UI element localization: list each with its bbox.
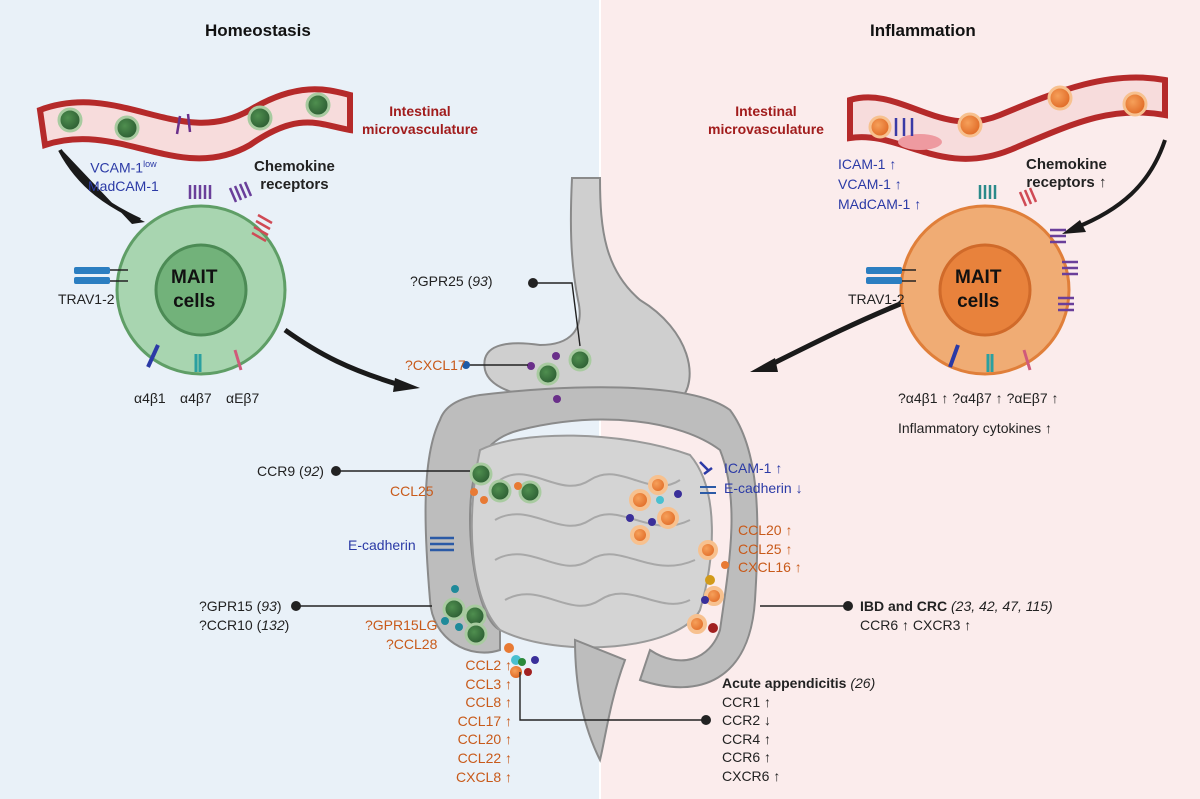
colon-ligand-list: CCL20 ↑ CCL25 ↑ CXCL16 ↑: [738, 522, 802, 576]
gpr15lg-ccl28-labels: ?GPR15LG?CCL28: [365, 617, 438, 652]
connector-lines: [296, 282, 848, 721]
appendix-ligand-list: CCL2 ↑ CCL3 ↑ CCL8 ↑ CCL17 ↑ CCL20 ↑ CCL…: [456, 657, 513, 785]
right-integrins-label: ?α4β1 ↑ ?α4β7 ↑ ?αEβ7 ↑: [898, 390, 1059, 406]
right-trav-label: TRAV1-2: [848, 291, 905, 307]
left-adhesion-labels: VCAM-1low MadCAM-1: [88, 159, 159, 194]
icam-ecadherin-labels: ICAM-1 ↑E-cadherin ↓: [724, 460, 803, 496]
homeostasis-heading: Homeostasis: [205, 21, 311, 40]
left-mait-cell-icon: [74, 181, 287, 376]
cxcl17-label: ?CXCL17: [405, 357, 466, 373]
right-vessel-icon: [847, 74, 1168, 162]
integrin-a4b1: α4β1: [134, 390, 166, 406]
gpr15-ccr10-labels: ?GPR15 (93) ?CCR10 (132): [199, 598, 290, 633]
inflammation-heading: Inflammation: [870, 21, 976, 40]
right-adhesion-labels: ICAM-1 ↑VCAM-1 ↑MAdCAM-1 ↑: [838, 156, 922, 212]
left-trav-label: TRAV1-2: [58, 291, 115, 307]
left-vessel-icon: [36, 86, 353, 162]
gut-cells: [430, 348, 729, 678]
integrin-a4b7: α4β7: [180, 390, 212, 406]
ibd-crc-block: IBD and CRC (23, 42, 47, 115) CCR6 ↑ CXC…: [860, 598, 1053, 633]
integrin-aeb7: αEβ7: [226, 390, 260, 406]
right-mait-cell-icon: [866, 185, 1078, 376]
ecadherin-label: E-cadherin: [348, 537, 416, 553]
appendicitis-block: Acute appendicitis (26) CCR1 ↑ CCR2 ↓ CC…: [722, 675, 876, 784]
ccl25-label: CCL25: [390, 483, 434, 499]
gpr25-label: ?GPR25 (93): [410, 273, 493, 289]
ccr9-label: CCR9 (92): [257, 463, 324, 479]
inflammatory-cytokines-label: Inflammatory cytokines ↑: [898, 420, 1053, 436]
